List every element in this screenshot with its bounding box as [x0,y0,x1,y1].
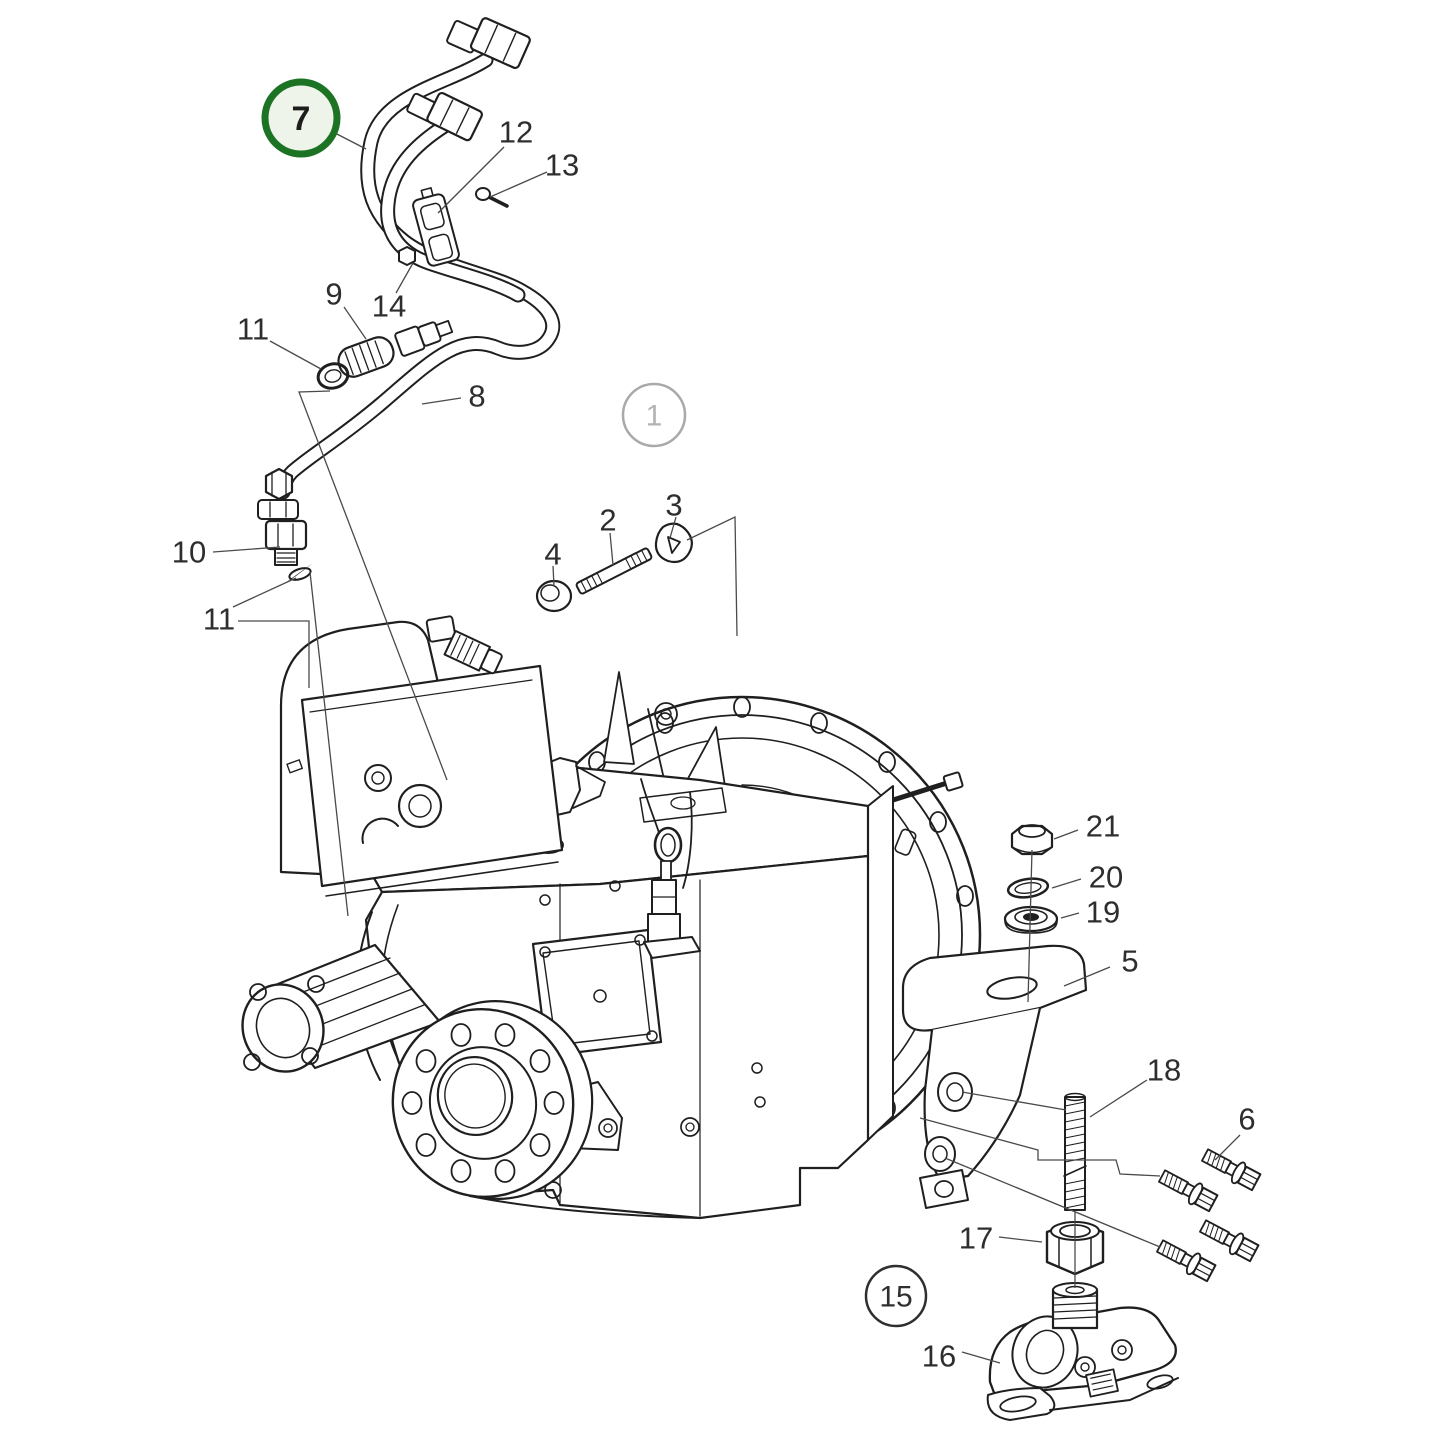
part-label-21[interactable]: 21 [1086,809,1120,844]
part-label-9[interactable]: 9 [325,277,342,312]
hose-fitting-lower [406,91,483,142]
check-valve [337,336,395,378]
part-label-11a[interactable]: 11 [237,312,269,347]
part-label-20[interactable]: 20 [1089,860,1123,895]
leader-line-9 [343,306,367,340]
leader-line-16 [961,1351,1001,1364]
leader-line-7 [332,131,367,150]
part-label-13[interactable]: 13 [545,148,579,183]
injection-pump [279,615,564,897]
leader-line-11a-location [298,390,448,781]
part-label-6[interactable]: 6 [1238,1102,1255,1137]
o-ring-lower [288,567,312,581]
leader-line-14 [395,262,414,294]
leader-line-10 [212,546,281,553]
leader-line-20 [1051,878,1082,889]
o-ring-20 [1006,877,1050,899]
leader-line-bracket-to-stud [961,1091,1067,1111]
part-label-10[interactable]: 10 [172,535,206,570]
oil-hose-assembly [257,17,561,583]
leader-lines [212,131,1241,1364]
o-ring-upper [316,362,350,390]
engine-mount-bracket [901,944,1088,1209]
hose-fitting-upper [446,17,531,70]
svg-text:7: 7 [292,100,311,138]
leader-line-4 [552,565,555,587]
leader-line-5 [1063,966,1111,987]
part-label-16[interactable]: 16 [922,1339,956,1374]
clamp-nut [398,246,416,266]
flange-bolts-6 [1156,1148,1262,1283]
part-label-18[interactable]: 18 [1147,1053,1181,1088]
output-flange [391,1000,594,1200]
part-label-14[interactable]: 14 [372,289,406,324]
svg-text:1: 1 [646,400,663,433]
engine-mount-16 [986,1282,1179,1421]
callout-circle-7-selected[interactable]: 7 [261,78,341,158]
part-label-2[interactable]: 2 [599,503,616,538]
leader-line-11b-location [309,571,349,917]
leader-line-2 [609,532,614,566]
mount-stud-18 [1063,1092,1087,1211]
leader-line-18 [1089,1079,1148,1118]
leader-line-19 [1060,912,1080,919]
leader-line-12 [437,146,505,214]
leader-line-13 [489,171,548,198]
stud-2 [575,547,653,595]
clip-3 [654,522,693,564]
part-label-5[interactable]: 5 [1121,944,1138,979]
leader-line-17 [998,1236,1043,1243]
install-arrow [285,563,313,583]
leader-line-11a [269,340,322,370]
part-label-4[interactable]: 4 [544,537,561,572]
elbow-fitting [257,467,299,520]
leader-line-3-mount [686,515,738,637]
part-label-17[interactable]: 17 [959,1221,993,1256]
leader-line-3 [669,516,677,539]
callout-circle-15[interactable]: 15 [864,1264,928,1328]
leader-line-hardware-stack [1027,849,1033,1003]
leader-line-11b [232,577,297,608]
leader-line-21 [1053,829,1079,840]
leader-line-11b-aux [238,620,310,688]
valve-hex-fittings [394,319,454,357]
part-label-19[interactable]: 19 [1086,895,1120,930]
connector-fitting-10 [264,519,308,566]
leader-line-8 [421,397,462,405]
part-label-11b[interactable]: 11 [203,602,235,637]
part-label-8[interactable]: 8 [468,379,485,414]
hose-clamp [412,187,460,267]
part-label-3[interactable]: 3 [665,488,682,523]
leader-line-housing-to-bolt [919,1117,1161,1177]
callout-circle-1[interactable]: 1 [621,382,687,448]
svg-text:15: 15 [879,1281,912,1314]
leader-line-bracket-to-bolt [944,1157,1161,1248]
leader-line-6 [1214,1134,1241,1161]
part-label-12[interactable]: 12 [499,115,533,150]
sensor-and-pull-ring [640,778,701,959]
stud-clip-nut-set [535,522,693,613]
clamp-screw [475,187,509,208]
